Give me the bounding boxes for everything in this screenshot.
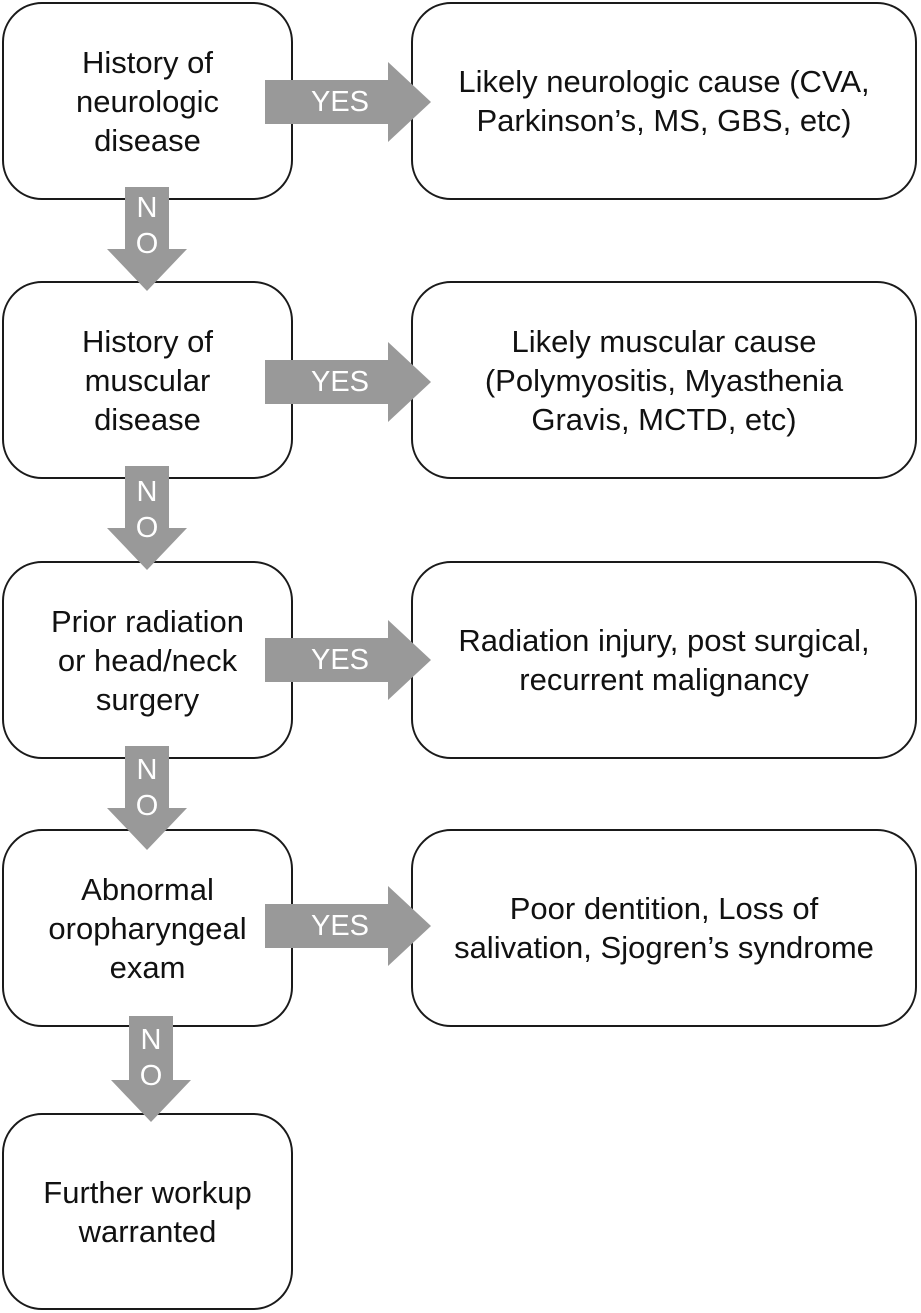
outcome-text-line: salivation, Sjogren’s syndrome	[454, 930, 874, 965]
decision-text-line: oropharyngeal	[48, 910, 247, 946]
outcome-text-line: Likely muscular cause	[511, 323, 817, 359]
no-arrow-icon	[107, 187, 187, 291]
no-label: N O	[127, 190, 167, 262]
decision-text-line: Abnormal	[81, 871, 214, 907]
no-label-letter: O	[135, 512, 159, 544]
decision-box-muscular: History of muscular disease	[2, 281, 293, 479]
yes-arrow-icon	[265, 62, 431, 142]
no-label-letter: O	[135, 790, 159, 822]
no-label-letter: N	[136, 754, 158, 786]
yes-arrow-icon	[265, 886, 431, 966]
decision-text-line: surgery	[95, 681, 200, 717]
yes-label: YES	[310, 644, 370, 676]
no-label: N O	[131, 1022, 171, 1094]
no-label-letter: O	[135, 228, 159, 260]
final-text-line: warranted	[78, 1213, 217, 1249]
no-label: N O	[127, 474, 167, 546]
outcome-box-neurologic: Likely neurologic cause (CVA, Parkinson’…	[411, 2, 917, 200]
outcome-text-line: Parkinson’s, MS, GBS, etc)	[476, 103, 852, 138]
outcome-text-line: Gravis, MCTD, etc)	[531, 401, 797, 437]
no-arrow-icon	[111, 1016, 191, 1122]
outcome-text-line: Poor dentition, Loss of	[509, 891, 819, 926]
outcome-box-muscular: Likely muscular cause (Polymyositis, Mya…	[411, 281, 917, 479]
decision-box-neurologic: History of neurologic disease	[2, 2, 293, 200]
outcome-text-line: Radiation injury, post surgical,	[458, 623, 870, 658]
outcome-text-line: Likely neurologic cause (CVA,	[458, 64, 870, 99]
no-label: N O	[127, 752, 167, 824]
yes-label: YES	[310, 366, 370, 398]
no-arrow-icon	[107, 746, 187, 850]
outcome-text-line: recurrent malignancy	[519, 662, 809, 697]
yes-label: YES	[310, 910, 370, 942]
outcome-box-radiation: Radiation injury, post surgical, recurre…	[411, 561, 917, 759]
yes-label: YES	[310, 86, 370, 118]
no-label-letter: N	[140, 1024, 162, 1056]
outcome-text-line: (Polymyositis, Myasthenia	[484, 362, 844, 398]
no-label-letter: N	[136, 476, 158, 508]
decision-box-radiation: Prior radiation or head/neck surgery	[2, 561, 293, 759]
no-label-letter: O	[139, 1060, 163, 1092]
yes-arrow-icon	[265, 342, 431, 422]
decision-text-line: disease	[94, 122, 201, 158]
no-label-letter: N	[136, 192, 158, 224]
outcome-box-oropharyngeal: Poor dentition, Loss of salivation, Sjog…	[411, 829, 917, 1027]
decision-box-oropharyngeal: Abnormal oropharyngeal exam	[2, 829, 293, 1027]
yes-arrow-icon	[265, 620, 431, 700]
decision-text-line: or head/neck	[57, 642, 238, 678]
no-arrow-icon	[107, 466, 187, 570]
decision-text-line: disease	[94, 401, 201, 437]
decision-text-line: muscular	[84, 362, 211, 398]
decision-text-line: exam	[109, 949, 186, 985]
final-box-further-workup: Further workup warranted	[2, 1113, 293, 1310]
decision-text-line: History of	[82, 323, 213, 359]
decision-text-line: Prior radiation	[51, 603, 244, 639]
final-text-line: Further workup	[43, 1174, 252, 1210]
decision-text-line: neurologic	[75, 83, 220, 119]
decision-text-line: History of	[82, 44, 213, 80]
